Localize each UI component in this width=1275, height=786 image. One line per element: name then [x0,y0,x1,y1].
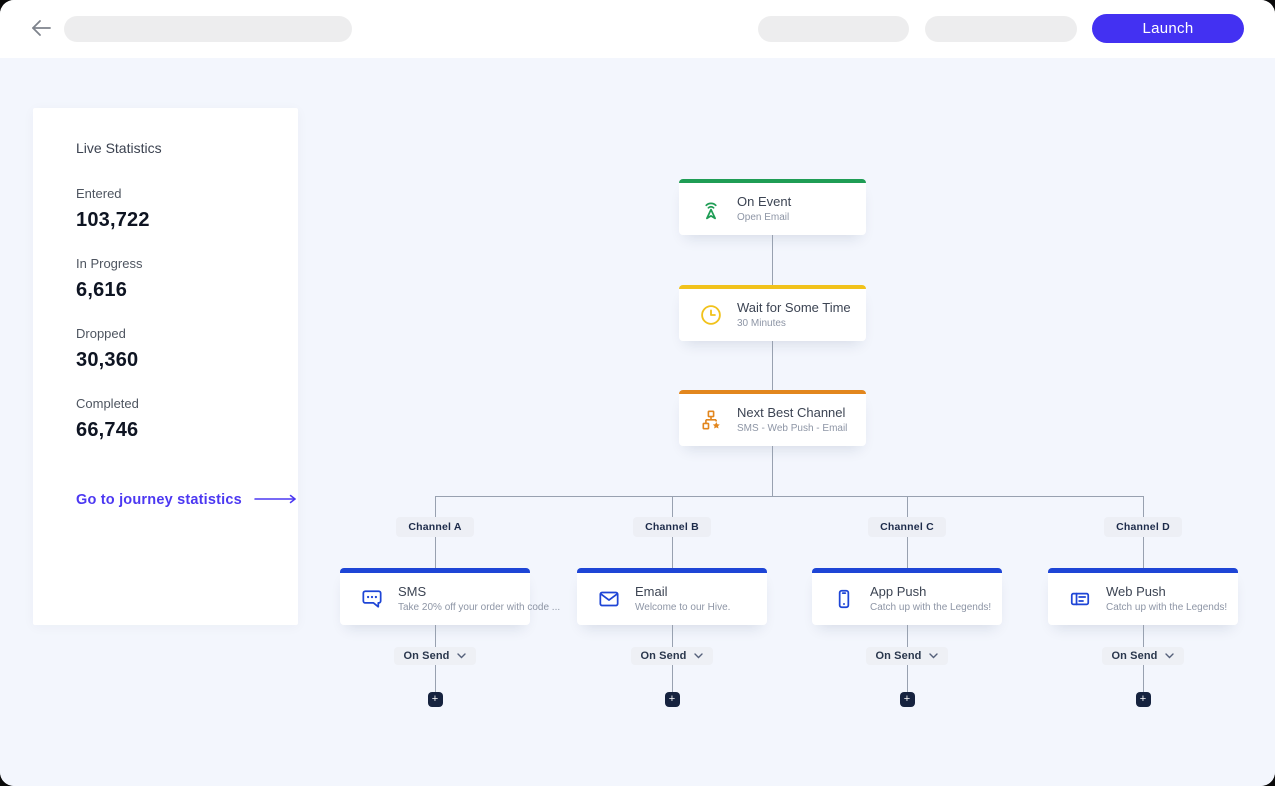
node-text: On Event Open Email [737,194,792,223]
node-sms[interactable]: SMS Take 20% off your order with code ..… [340,568,560,625]
branch-label: Channel B [633,517,711,537]
branch-channel-a: Channel A SMS Take 20% off your order wi… [340,496,560,707]
node-text: Email Welcome to our Hive. [635,584,731,613]
connector-line [434,625,436,647]
connector-line [434,537,436,568]
connector-line [434,665,436,692]
trigger-chain: On Event Open Email Wait for Some Time 3… [679,179,866,496]
loading-placeholder [64,16,352,42]
connector-line [1142,537,1144,568]
branch-label: Channel C [868,517,946,537]
chevron-down-icon [929,650,939,662]
broadcast-icon [698,196,724,222]
branch-channel-d: Channel D Web Push Catch up with the Leg… [1048,496,1238,707]
add-node-button[interactable]: + [899,692,915,707]
launch-button[interactable]: Launch [1092,14,1244,43]
connector-line [671,496,673,517]
arrow-left-icon [29,20,53,43]
loading-placeholder [925,16,1077,42]
branch-split-line [435,496,1144,497]
clock-icon [698,302,724,328]
live-statistics-panel: Live Statistics Entered 103,722 In Progr… [33,108,298,625]
chevron-down-icon [1165,650,1175,662]
connector-line [671,625,673,647]
node-web-push[interactable]: Web Push Catch up with the Legends! [1048,568,1238,625]
chevron-down-icon [694,650,704,662]
add-node-button[interactable]: + [427,692,443,707]
branch-label: Channel A [396,517,474,537]
connector-line [1142,625,1144,647]
chevron-down-icon [457,650,467,662]
connector-line [772,341,773,390]
node-email[interactable]: Email Welcome to our Hive. [577,568,767,625]
branch-channel-c: Channel C App Push Catch up with the Leg… [812,496,1002,707]
stat-completed: Completed 66,746 [76,396,139,441]
node-on-event[interactable]: On Event Open Email [679,179,866,235]
connector-line [671,665,673,692]
connector-line [434,496,436,517]
on-send-dropdown[interactable]: On Send [630,647,714,665]
connector-line [772,235,773,285]
connector-line [772,446,773,496]
stat-in-progress: In Progress 6,616 [76,256,143,301]
sms-icon [359,586,385,612]
email-icon [596,586,622,612]
back-button[interactable] [28,16,54,42]
connector-line [906,496,908,517]
loading-placeholder [758,16,909,42]
node-text: Next Best Channel SMS - Web Push - Email [737,405,848,434]
add-node-button[interactable]: + [664,692,680,707]
connector-line [906,625,908,647]
connector-line [1142,496,1144,517]
node-wait[interactable]: Wait for Some Time 30 Minutes [679,285,866,341]
hierarchy-star-icon [698,407,724,433]
branch-label: Channel D [1104,517,1182,537]
on-send-dropdown[interactable]: On Send [865,647,949,665]
node-text: Wait for Some Time 30 Minutes [737,300,851,329]
node-app-push[interactable]: App Push Catch up with the Legends! [812,568,1002,625]
node-text: SMS Take 20% off your order with code ..… [398,584,561,613]
node-next-best-channel[interactable]: Next Best Channel SMS - Web Push - Email [679,390,866,446]
app-push-icon [831,586,857,612]
connector-line [906,537,908,568]
top-bar: Launch [0,0,1275,58]
on-send-dropdown[interactable]: On Send [393,647,477,665]
connector-line [1142,665,1144,692]
add-node-button[interactable]: + [1135,692,1151,707]
arrow-right-icon [254,492,298,508]
journey-canvas: Live Statistics Entered 103,722 In Progr… [0,58,1275,786]
journey-statistics-link[interactable]: Go to journey statistics [76,492,298,508]
connector-line [906,665,908,692]
stat-entered: Entered 103,722 [76,186,150,231]
node-text: Web Push Catch up with the Legends! [1106,584,1228,613]
web-push-icon [1067,586,1093,612]
branch-channel-b: Channel B Email Welcome to our Hive. On … [577,496,767,707]
panel-title: Live Statistics [76,140,162,156]
stat-dropped: Dropped 30,360 [76,326,139,371]
connector-line [671,537,673,568]
node-text: App Push Catch up with the Legends! [870,584,992,613]
on-send-dropdown[interactable]: On Send [1101,647,1185,665]
